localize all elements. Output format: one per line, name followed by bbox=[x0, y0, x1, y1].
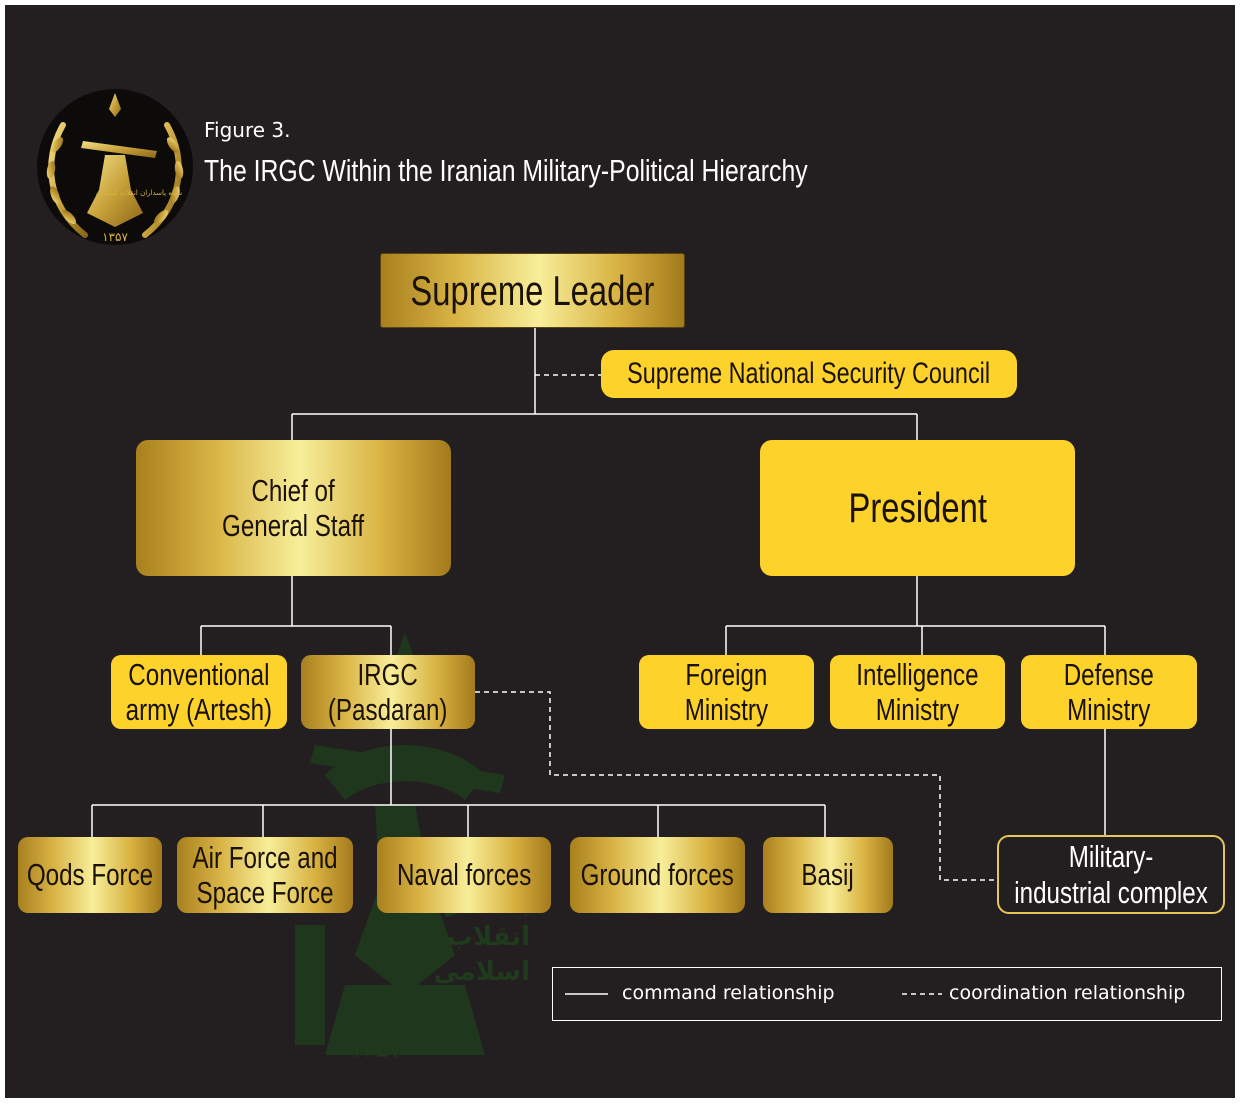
diagram-canvas: ۱۳۵۷ پاسداران انقلاب اسلامی bbox=[5, 5, 1235, 1098]
node-basij-label: Basij bbox=[801, 857, 855, 893]
node-air-and-space-force: Air Force and Space Force bbox=[177, 837, 353, 913]
legend-coordination-label: coordination relationship bbox=[949, 982, 1186, 1004]
connector-lines bbox=[91, 328, 1106, 995]
node-airforce-label: Air Force and Space Force bbox=[192, 839, 338, 910]
figure-title: The IRGC Within the Iranian Military-Pol… bbox=[204, 153, 959, 189]
irgc-emblem: ۱۳۵۷ سپاه پاسداران انقلاب اسلامی bbox=[37, 89, 193, 245]
node-ground-label: Ground forces bbox=[580, 857, 735, 893]
coordination-line-irgc-mic bbox=[475, 691, 997, 881]
node-foreign-ministry: Foreign Ministry bbox=[639, 655, 814, 729]
node-irgc-label: IRGC (Pasdaran) bbox=[328, 656, 448, 727]
node-snsc: Supreme National Security Council bbox=[601, 350, 1017, 398]
node-supreme-leader-label: Supreme Leader bbox=[410, 266, 655, 314]
node-artesh: Conventional army (Artesh) bbox=[111, 655, 287, 729]
node-artesh-label: Conventional army (Artesh) bbox=[125, 656, 273, 727]
figure-title-text: The IRGC Within the Iranian Military-Pol… bbox=[204, 153, 808, 188]
node-qods-label: Qods Force bbox=[26, 857, 154, 893]
figure-label: Figure 3. bbox=[204, 118, 291, 142]
node-intelligence-ministry: Intelligence Ministry bbox=[830, 655, 1005, 729]
emblem-motto: سپاه پاسداران انقلاب اسلامی bbox=[96, 189, 182, 197]
node-defense-ministry: Defense Ministry bbox=[1021, 655, 1197, 729]
legend-command-symbol: —— bbox=[565, 983, 609, 1005]
node-snsc-label: Supreme National Security Council bbox=[627, 357, 991, 391]
node-ground-forces: Ground forces bbox=[570, 837, 745, 913]
node-irgc: IRGC (Pasdaran) bbox=[301, 655, 475, 729]
node-defense-label: Defense Ministry bbox=[1063, 656, 1155, 727]
node-chief-label: Chief of General Staff bbox=[222, 472, 365, 543]
node-intelligence-label: Intelligence Ministry bbox=[856, 656, 979, 727]
node-foreign-label: Foreign Ministry bbox=[684, 656, 769, 727]
node-president: President bbox=[760, 440, 1075, 576]
node-naval-forces: Naval forces bbox=[377, 837, 551, 913]
node-naval-label: Naval forces bbox=[396, 857, 532, 893]
node-president-label: President bbox=[848, 484, 987, 532]
node-supreme-leader: Supreme Leader bbox=[380, 253, 685, 328]
legend: —— command relationship ----- coordinati… bbox=[552, 967, 1222, 1021]
node-chief-of-general-staff: Chief of General Staff bbox=[136, 440, 451, 576]
node-basij: Basij bbox=[763, 837, 893, 913]
legend-coordination-symbol: ----- bbox=[901, 983, 943, 1005]
node-mic-label: Military- industrial complex bbox=[1014, 839, 1208, 910]
legend-command-label: command relationship bbox=[622, 982, 835, 1004]
node-qods-force: Qods Force bbox=[18, 837, 162, 913]
node-military-industrial-complex: Military- industrial complex bbox=[997, 835, 1225, 914]
watermark-year: ۱۳۵۷ bbox=[350, 1035, 402, 1063]
emblem-year: ۱۳۵۷ bbox=[102, 230, 128, 244]
